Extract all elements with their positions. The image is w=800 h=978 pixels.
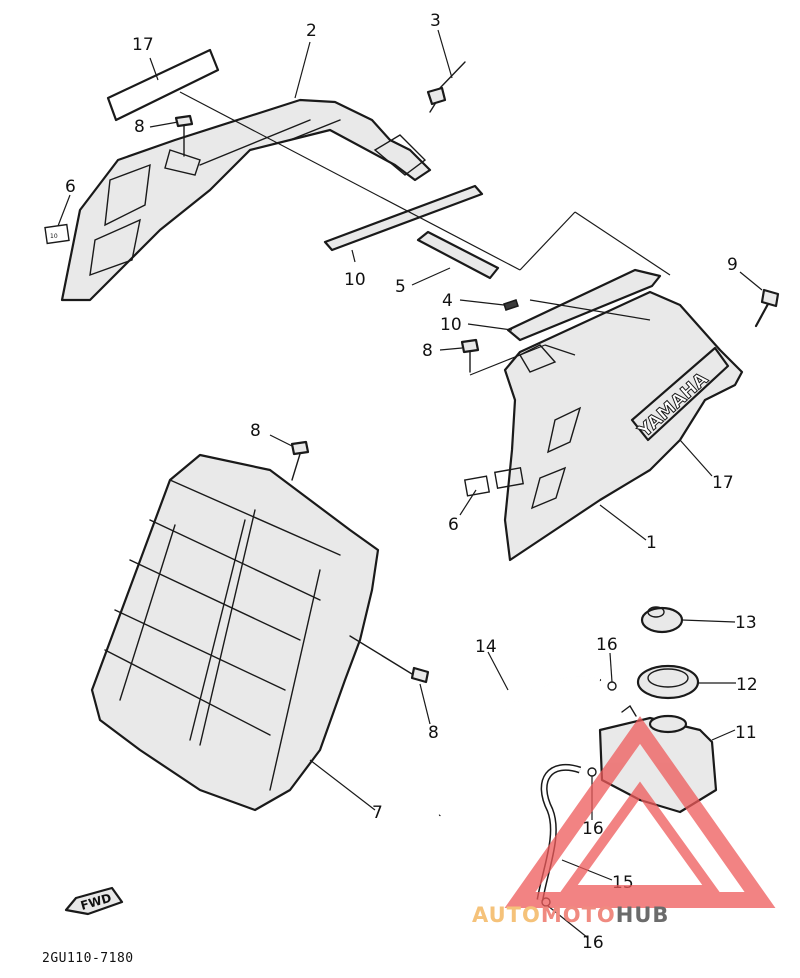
callout-10-upper: 10 — [344, 270, 366, 290]
watermark-triangle-icon — [504, 716, 776, 908]
diagram-code: 2GU110-7180 — [42, 951, 134, 966]
part-10-strip-lower — [506, 268, 662, 342]
svg-text:10: 10 — [50, 233, 58, 240]
part-17-decal-left — [106, 48, 220, 122]
part-8-screw-top — [174, 114, 194, 157]
callout-6-left: 6 — [65, 177, 76, 197]
callout-4: 4 — [442, 291, 453, 311]
watermark-hub: HUB — [616, 903, 670, 927]
fwd-arrow-icon: FWD — [64, 886, 124, 916]
leader-lines — [57, 29, 763, 939]
callout-8-radiator-side: 8 — [428, 723, 439, 743]
callout-8-mid: 8 — [422, 341, 433, 361]
callout-2: 2 — [306, 21, 317, 41]
part-12-ring — [636, 664, 700, 700]
callout-16-bottom: 16 — [582, 933, 604, 953]
callout-6-right: 6 — [448, 515, 459, 535]
part-9-bolt — [754, 288, 780, 328]
callout-7: 7 — [372, 803, 383, 823]
callout-10-lower: 10 — [440, 315, 462, 335]
part-8-screw-radiator-side — [349, 635, 430, 684]
watermark-moto: MOTO — [541, 903, 616, 927]
callout-3: 3 — [430, 11, 441, 31]
part-3-fastener — [426, 61, 466, 113]
part-6-clip-left: 10 — [44, 223, 70, 245]
part-8-screw-radiator-top — [290, 440, 310, 481]
callout-1: 1 — [646, 533, 657, 553]
part-6-clip-right — [463, 467, 525, 497]
watermark-text: AUTOMOTOHUB — [472, 903, 669, 927]
part-7-radiator-grille — [90, 453, 380, 812]
watermark-auto: AUTO — [472, 903, 541, 927]
callout-8-top: 8 — [134, 117, 145, 137]
part-2-left-shroud — [60, 98, 432, 302]
part-5-pad — [416, 230, 500, 280]
callout-11: 11 — [735, 723, 757, 743]
callout-16-top: 16 — [596, 635, 618, 655]
watermark-logo: AUTOMOTOHUB — [472, 716, 776, 927]
callout-16-mid: 16 — [582, 819, 604, 839]
part-4-small-pad — [503, 299, 519, 311]
callout-13: 13 — [735, 613, 757, 633]
callout-numbers: 17 2 3 8 6 10 5 4 10 8 9 17 6 1 8 13 14 … — [65, 11, 758, 953]
callout-9: 9 — [727, 255, 738, 275]
callout-14: 14 — [475, 637, 497, 657]
callout-12: 12 — [736, 675, 758, 695]
callout-5: 5 — [395, 277, 406, 297]
callout-17-right: 17 — [712, 473, 734, 493]
callout-17-top: 17 — [132, 35, 154, 55]
part-13-cap — [640, 606, 684, 634]
part-8-screw-mid — [460, 338, 480, 373]
part-10-strip-upper — [323, 184, 484, 252]
callout-8-radiator-top: 8 — [250, 421, 261, 441]
part-14-hose — [438, 676, 602, 817]
